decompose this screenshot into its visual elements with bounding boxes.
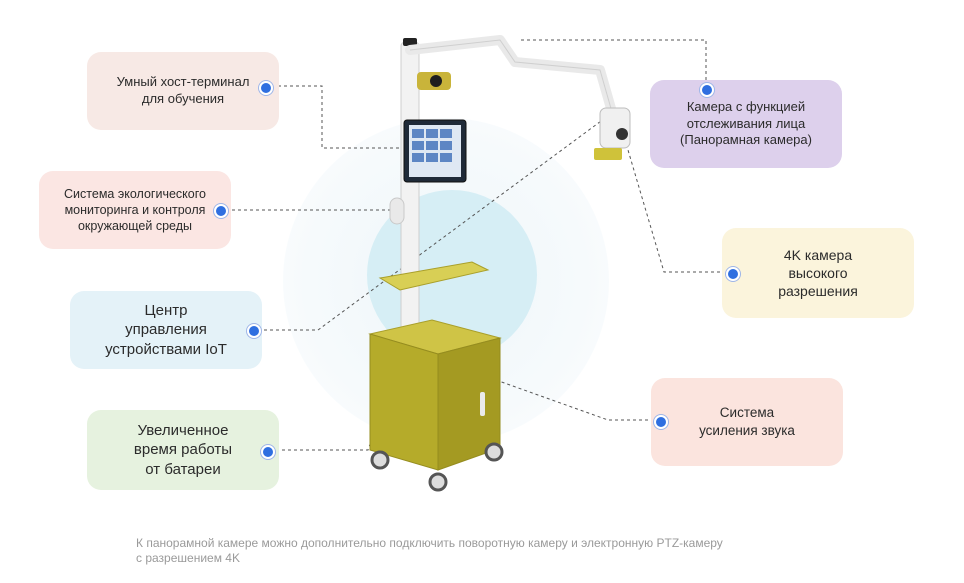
leader-host-terminal <box>272 85 408 149</box>
wheel <box>370 450 390 470</box>
dot-icon <box>726 267 740 281</box>
callout-host-terminal: Умный хост-терминал для обучения <box>87 52 279 130</box>
callout-eco-monitoring: Система экологического мониторинга и кон… <box>39 171 231 249</box>
dot-icon <box>259 81 273 95</box>
wheel <box>428 472 448 492</box>
callout-battery: Увеличенное время работы от батареи <box>87 410 279 490</box>
eco-sensor <box>389 197 405 225</box>
cabinet-front <box>369 333 439 471</box>
footnote: К панорамной камере можно дополнительно … <box>136 536 723 565</box>
wheel <box>484 442 504 462</box>
device-pole-cap <box>403 38 417 46</box>
leader-iot <box>258 109 617 331</box>
callout-iot-center: Центр управления устройствами IoT <box>70 291 262 369</box>
device-pole <box>400 41 420 343</box>
leader-4k <box>627 149 732 273</box>
device-tray <box>378 261 490 291</box>
leader-face-camera <box>520 39 707 86</box>
dot-icon <box>654 415 668 429</box>
callout-sound-system: Система усиления звука <box>651 378 843 466</box>
dot-icon <box>247 324 261 338</box>
camera-mount <box>594 148 622 160</box>
dot-icon <box>261 445 275 459</box>
dot-icon <box>214 204 228 218</box>
callout-face-camera: Камера с функцией отслеживания лица (Пан… <box>650 80 842 168</box>
panoramic-camera <box>599 107 631 149</box>
callout-4k-camera: 4K камера высокого разрешения <box>722 228 914 318</box>
dot-icon <box>700 83 714 97</box>
